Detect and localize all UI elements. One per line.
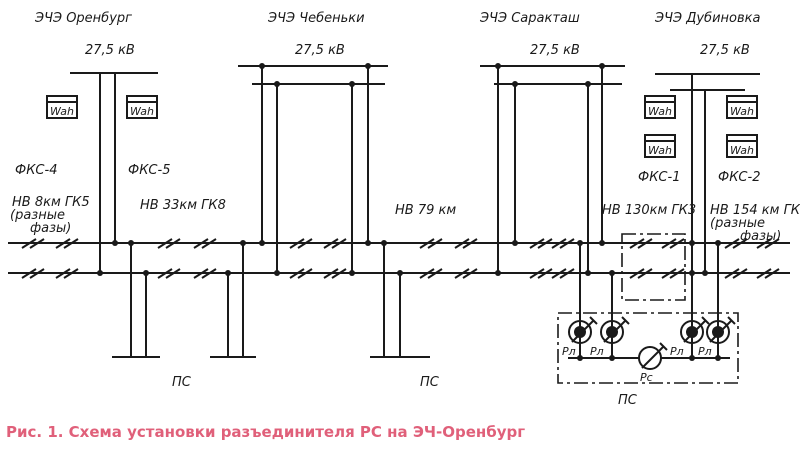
section-note-1b: фазы) [30,221,71,236]
substation-saraktash-title: ЭЧЭ Саракташ [479,11,580,26]
substation-orenburg-voltage: 27,5 кВ [85,43,135,58]
section-note-1a: (разные [10,208,65,223]
substation-dubinovka-title: ЭЧЭ Дубиновка [654,11,760,26]
contact-wires [8,242,790,274]
wah-meter-5: Wah [730,105,754,118]
feeder-fks2: ФКС-2 [718,170,760,185]
disconnector-rl-3 [680,316,710,344]
section-insulators [21,238,780,279]
feeder-fks1: ФКС-1 [638,170,680,185]
section-note-5b: фазы) [740,229,781,244]
figure-caption: Рис. 1. Схема установки разъединителя РС… [6,423,525,441]
substation-saraktash-voltage: 27,5 кВ [530,43,580,58]
label-rl-4: Рл [698,345,712,358]
wah-meter-4: Wah [648,144,672,157]
section-note-5a: (разные [710,216,765,231]
feeder-fks5: ФКС-5 [128,163,170,178]
ps-label-2: ПС [420,375,440,390]
section-label-1: НВ 8км ГК5 [12,195,90,210]
wah-meter-1: Wah [50,105,74,118]
label-rl-3: Рл [670,345,684,358]
label-rc: Рс [640,371,653,384]
label-rl-2: Рл [590,345,604,358]
wah-meter-2: Wah [130,105,154,118]
label-rl-1: Рл [562,345,576,358]
substation-chebenki-voltage: 27,5 кВ [295,43,345,58]
wah-meters: Wah Wah Wah Wah Wah Wah [46,95,758,158]
substation-orenburg-title: ЭЧЭ Оренбург [34,11,132,26]
section-label-2: НВ 33км ГК8 [140,198,226,213]
substation-chebenki-title: ЭЧЭ Чебеньки [267,11,365,26]
substation-dubinovka-voltage: 27,5 кВ [700,43,750,58]
buses [70,65,760,91]
ps-label-3: ПС [618,393,638,408]
disconnector-rc [638,342,668,370]
section-label-3: НВ 79 км [395,203,456,218]
ps-label-1: ПС [172,375,192,390]
section-label-4: НВ 130км ГК3 [602,203,696,218]
feeder-fks4: ФКС-4 [15,163,57,178]
section-label-5: НВ 154 км ГК8 [710,203,800,218]
wah-meter-3: Wah [648,105,672,118]
disconnector-rl-1 [568,316,598,344]
sectioning-post-box [621,233,686,301]
wah-meter-6: Wah [730,144,754,157]
disconnector-rl-4 [706,316,736,344]
disconnector-rl-2 [600,316,630,344]
junctions [97,63,721,361]
